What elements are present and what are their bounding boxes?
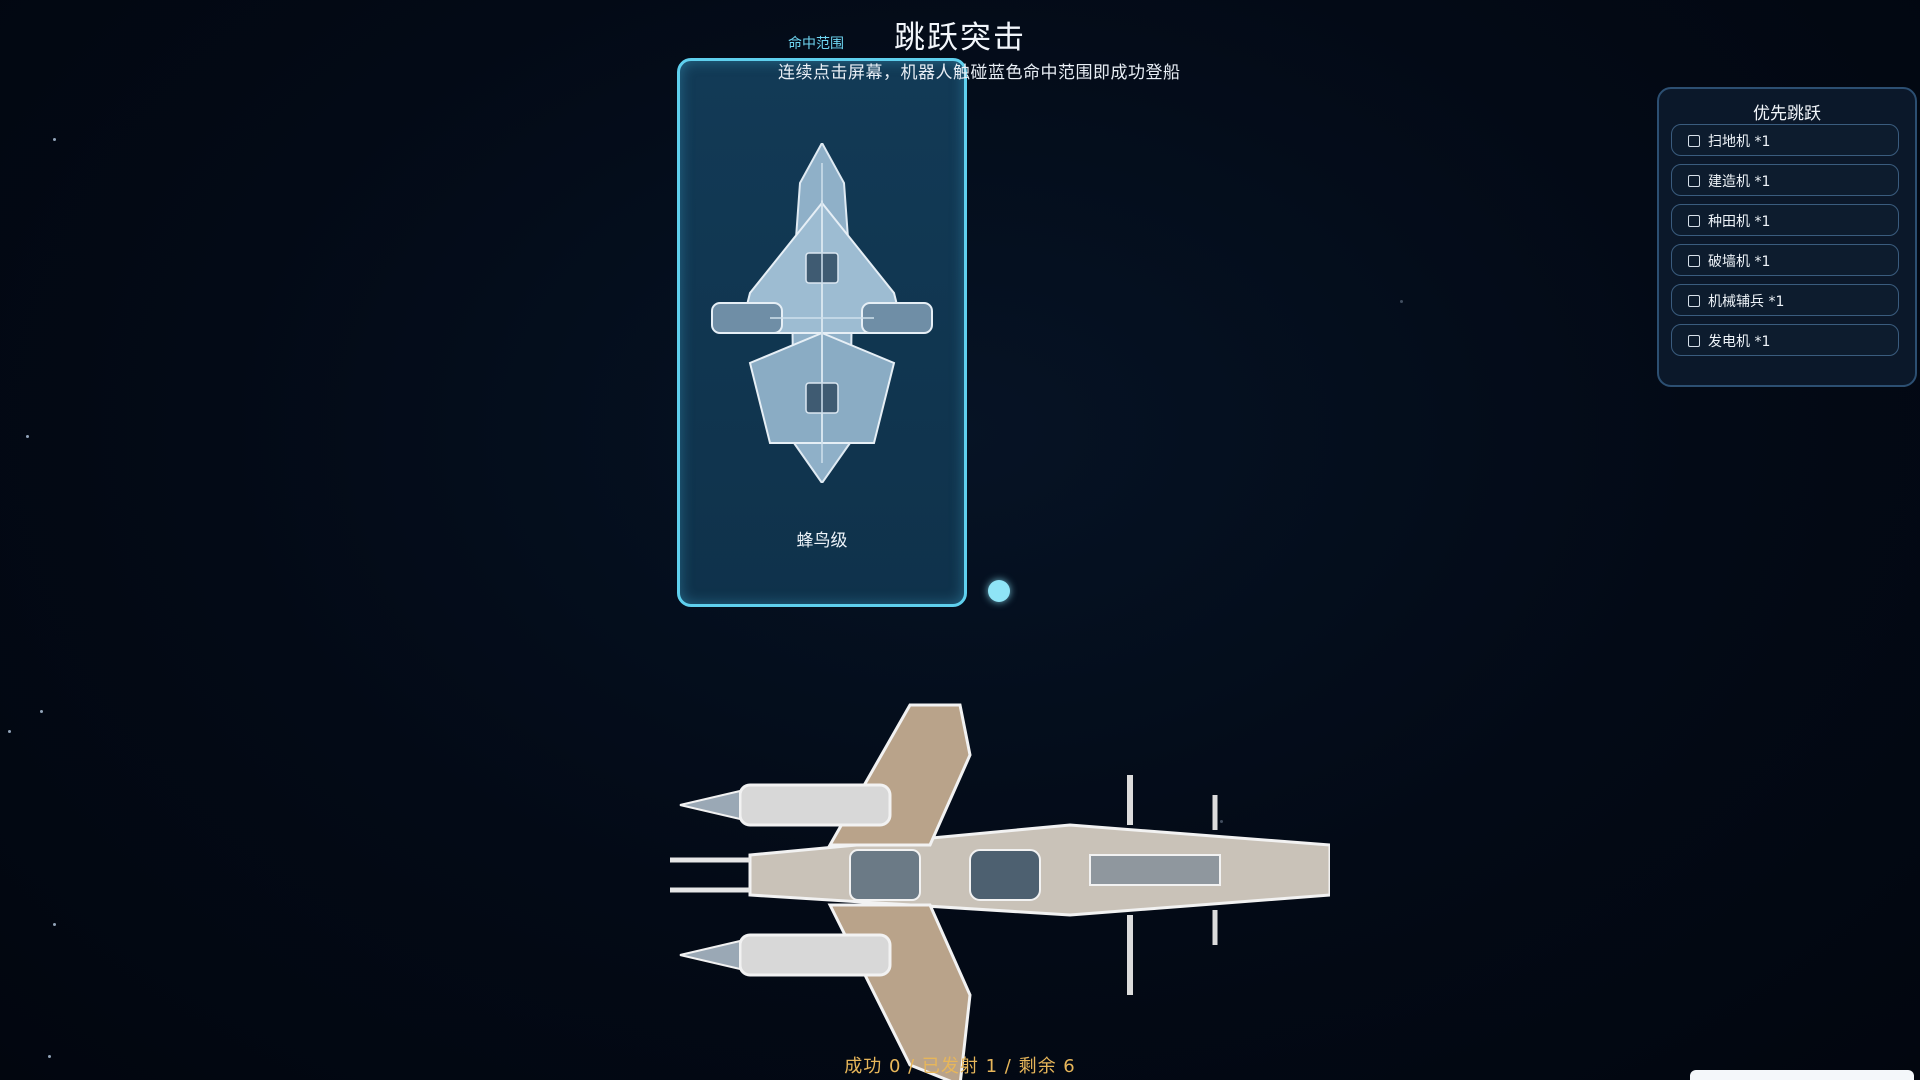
- priority-item-label: 机械辅兵 *1: [1708, 294, 1785, 310]
- priority-item-label: 种田机 *1: [1708, 214, 1771, 230]
- priority-item-label: 发电机 *1: [1708, 334, 1771, 350]
- corner-panel-edge: [1690, 1070, 1914, 1080]
- checkbox-icon[interactable]: [1688, 175, 1700, 187]
- star: [53, 923, 56, 926]
- mothership-image: [670, 703, 1330, 1080]
- priority-item-farmer[interactable]: 种田机 *1: [1671, 204, 1899, 236]
- checkbox-icon[interactable]: [1688, 295, 1700, 307]
- hit-zone: 蜂鸟级: [677, 58, 967, 607]
- star: [40, 710, 43, 713]
- priority-item-label: 扫地机 *1: [1708, 134, 1771, 150]
- star: [1220, 820, 1223, 823]
- hit-zone-label: 命中范围: [788, 36, 844, 52]
- star: [26, 435, 29, 438]
- instruction-text: 连续点击屏幕，机器人触碰蓝色命中范围即成功登船: [778, 63, 1181, 83]
- priority-item-sweeper[interactable]: 扫地机 *1: [1671, 124, 1899, 156]
- priority-item-mech-auxiliary[interactable]: 机械辅兵 *1: [1671, 284, 1899, 316]
- priority-item-generator[interactable]: 发电机 *1: [1671, 324, 1899, 356]
- priority-jump-panel: 优先跳跃 扫地机 *1 建造机 *1 种田机 *1 破墙机 *1 机械辅兵 *1…: [1657, 87, 1917, 387]
- star: [8, 730, 11, 733]
- checkbox-icon[interactable]: [1688, 255, 1700, 267]
- panel-title: 优先跳跃: [1753, 104, 1821, 124]
- priority-item-label: 破墙机 *1: [1708, 254, 1771, 270]
- launch-status: 成功 0 / 已发射 1 / 剩余 6: [844, 1056, 1076, 1077]
- robot-projectile: [988, 580, 1010, 602]
- star: [53, 138, 56, 141]
- checkbox-icon[interactable]: [1688, 215, 1700, 227]
- checkbox-icon[interactable]: [1688, 335, 1700, 347]
- game-title: 跳跃突击: [894, 20, 1026, 56]
- priority-item-builder[interactable]: 建造机 *1: [1671, 164, 1899, 196]
- target-ship-image: [711, 143, 933, 483]
- checkbox-icon[interactable]: [1688, 135, 1700, 147]
- priority-item-label: 建造机 *1: [1708, 174, 1771, 190]
- star: [1400, 300, 1403, 303]
- star: [48, 1055, 51, 1058]
- priority-item-wall-breaker[interactable]: 破墙机 *1: [1671, 244, 1899, 276]
- target-ship-name: 蜂鸟级: [796, 531, 848, 551]
